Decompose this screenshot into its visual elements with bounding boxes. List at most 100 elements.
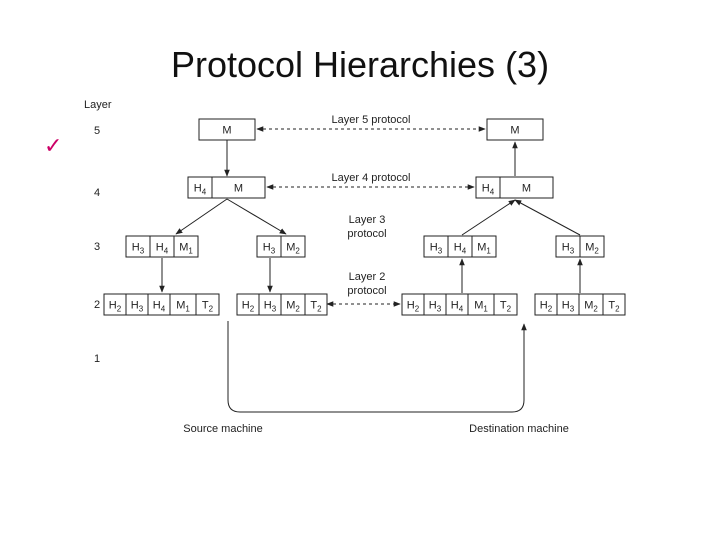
cell-h4: H4 xyxy=(149,235,175,258)
cell-h2: H2 xyxy=(103,293,127,316)
cell-box xyxy=(499,176,554,199)
cell-box xyxy=(486,118,544,141)
src-l4-to-l3b-arrow xyxy=(226,198,287,235)
cell-h4: H4 xyxy=(475,176,501,199)
cell-label: T2 xyxy=(202,300,214,314)
cell-h4: H4 xyxy=(447,235,473,258)
cell-label: M2 xyxy=(584,300,598,314)
layer-header: Layer xyxy=(84,99,112,111)
cell-m2: M2 xyxy=(280,235,306,258)
cell-m: M xyxy=(211,176,266,199)
header-row-l2-src-a: H2 H3 H4 M1 T2 xyxy=(103,293,220,316)
cell-label: H4 xyxy=(194,183,207,197)
cell-h2: H2 xyxy=(236,293,260,316)
flow-arrows xyxy=(159,126,583,413)
cell-label: H3 xyxy=(429,300,442,314)
cell-box xyxy=(173,235,199,258)
cell-label: H3 xyxy=(132,242,145,256)
physical-medium-path xyxy=(227,321,527,413)
cell-m1: M1 xyxy=(173,235,199,258)
header-row-l4-src: H4 M xyxy=(187,176,266,199)
cell-h2: H2 xyxy=(401,293,425,316)
cell-label: H2 xyxy=(407,300,420,314)
cell-m2: M2 xyxy=(578,293,604,316)
cell-label: M xyxy=(510,125,519,137)
cell-h4: H4 xyxy=(187,176,213,199)
layer2-protocol-label-line2: protocol xyxy=(347,285,386,297)
cell-h4: H4 xyxy=(445,293,469,316)
cell-label: H2 xyxy=(540,300,553,314)
cell-h3: H3 xyxy=(423,235,449,258)
layer3-protocol-label-line2: protocol xyxy=(347,228,386,240)
cell-m1: M1 xyxy=(169,293,197,316)
cell-label: H3 xyxy=(562,300,575,314)
cell-box xyxy=(579,235,605,258)
header-row-l3-src-b: H3 M2 xyxy=(256,235,306,258)
cell-label: M xyxy=(234,183,243,195)
header-row-l4-dst: H4 M xyxy=(475,176,554,199)
cell-h3: H3 xyxy=(125,235,151,258)
header-row-l5-src: M xyxy=(198,118,256,141)
src-l4-to-l3a-arrow xyxy=(175,198,228,235)
cell-label: T2 xyxy=(608,300,620,314)
cell-h4: H4 xyxy=(147,293,171,316)
cell-h3: H3 xyxy=(125,293,149,316)
cell-h2: H2 xyxy=(534,293,558,316)
cell-label: M xyxy=(522,183,531,195)
page-title: Protocol Hierarchies (3) xyxy=(170,44,550,85)
cell-label: M1 xyxy=(179,242,193,256)
cell-label: H3 xyxy=(263,242,276,256)
cell-label: H4 xyxy=(153,300,166,314)
cell-label: M1 xyxy=(474,300,488,314)
layer5-protocol-label: Layer 5 protocol xyxy=(332,114,411,126)
layer2-protocol-label-line1: Layer 2 xyxy=(349,271,386,283)
header-row-l3-dst-a: H3 H4 M1 xyxy=(423,235,497,258)
cell-label: M1 xyxy=(176,300,190,314)
cell-box xyxy=(211,176,266,199)
check-mark-icon: ✓ xyxy=(44,134,63,159)
layer-number-2: 2 xyxy=(94,299,100,311)
cell-label: H3 xyxy=(264,300,277,314)
cell-h3: H3 xyxy=(256,235,282,258)
cell-label: H2 xyxy=(109,300,122,314)
cell-label: H3 xyxy=(131,300,144,314)
layer-number-1: 1 xyxy=(94,353,100,365)
cell-label: H4 xyxy=(156,242,169,256)
cell-t2: T2 xyxy=(602,293,626,316)
header-row-l3-src-a: H3 H4 M1 xyxy=(125,235,199,258)
header-row-l2-dst-b: H2 H3 M2 T2 xyxy=(534,293,626,316)
cell-label: M2 xyxy=(585,242,599,256)
cell-h3: H3 xyxy=(258,293,282,316)
cell-label: M2 xyxy=(286,300,300,314)
cell-t2: T2 xyxy=(195,293,220,316)
dst-l3a-to-l4-arrow xyxy=(461,199,516,236)
cell-h3: H3 xyxy=(423,293,447,316)
cell-label: M1 xyxy=(477,242,491,256)
layer-number-4: 4 xyxy=(94,187,100,199)
header-row-l2-src-b: H2 H3 M2 T2 xyxy=(236,293,328,316)
layer4-protocol-label: Layer 4 protocol xyxy=(332,172,411,184)
cell-label: H3 xyxy=(562,242,575,256)
cell-label: T2 xyxy=(500,300,512,314)
cell-t2: T2 xyxy=(493,293,518,316)
cell-box xyxy=(471,235,497,258)
cell-box xyxy=(602,293,626,316)
source-machine-label: Source machine xyxy=(183,423,263,435)
cell-label: T2 xyxy=(310,300,322,314)
cell-m2: M2 xyxy=(280,293,306,316)
dst-l3b-to-l4-arrow xyxy=(514,199,581,236)
cell-label: M2 xyxy=(286,242,300,256)
cell-h3: H3 xyxy=(555,235,581,258)
cell-m: M xyxy=(486,118,544,141)
cell-label: H2 xyxy=(242,300,255,314)
cell-m1: M1 xyxy=(471,235,497,258)
layer-number-3: 3 xyxy=(94,241,100,253)
cell-box xyxy=(493,293,518,316)
cell-m: M xyxy=(499,176,554,199)
cell-m1: M1 xyxy=(467,293,495,316)
cell-label: M xyxy=(222,125,231,137)
cell-label: H3 xyxy=(430,242,443,256)
